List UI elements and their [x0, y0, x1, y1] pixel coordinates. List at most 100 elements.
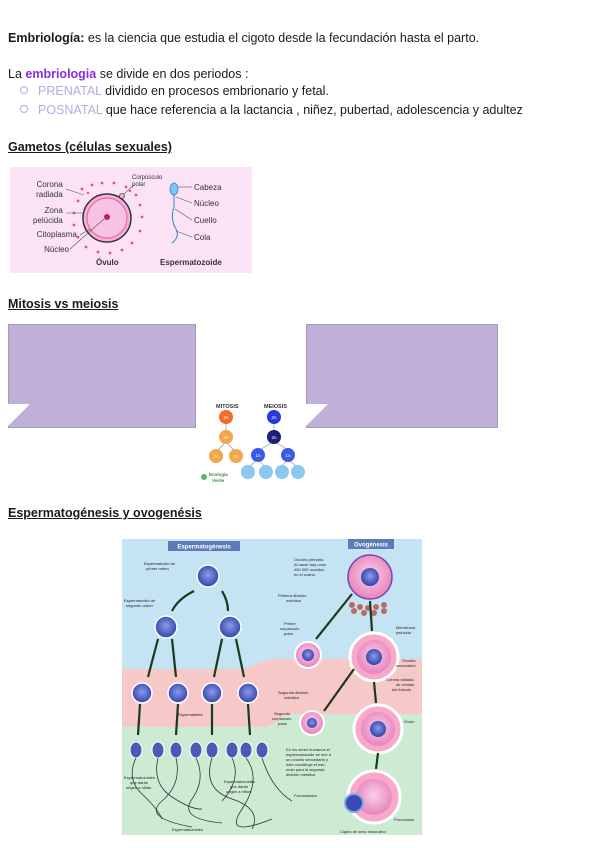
fig-label: meiótica [286, 598, 302, 603]
fig-label: Membrana [396, 625, 416, 630]
fig-label: Cigoto de sexo masculino [340, 829, 387, 834]
fig-label: Ovocito primario. [294, 557, 324, 562]
fig-label: en el ovario. [294, 572, 316, 577]
fig-label: que darán [130, 780, 148, 785]
gametos-figure: Corona radiada Zona pelúcida Citoplasma … [10, 167, 252, 273]
fig-label: mulo para la segunda [286, 767, 325, 772]
fig-label: Primera división [278, 593, 306, 598]
mitosis-label: MITOSIS [216, 404, 239, 410]
placeholder-box-right [306, 324, 498, 428]
fig-label: secundario [396, 663, 416, 668]
division-line: La embriologia se divide en dos periodos… [8, 67, 248, 81]
fig-label: Espermatozoides [124, 775, 155, 780]
fig-label: En los seres humanos el [286, 747, 330, 752]
period-name: PRENATAL [38, 84, 102, 98]
espermatogenesis-title: Espermatogénesis [177, 545, 231, 551]
polar-label: polar [132, 182, 145, 188]
ploidy-label: 2n [233, 454, 239, 459]
period-posnatal: POSNATAL que hace referencia a la lactan… [38, 103, 523, 117]
ovulo-label: radiada [36, 190, 63, 199]
page-curl [306, 404, 328, 426]
fig-label: Segunda división [278, 690, 308, 695]
ovulo-label: Citoplasma [37, 230, 78, 239]
definition-text: es la ciencia que estudia el cigoto desd… [84, 31, 480, 45]
esperma-label: Cola [194, 233, 211, 242]
fig-label: un ovocito secundario y [286, 757, 328, 762]
ploidy-label: 2n [271, 415, 277, 420]
mitosis-meiosis-figure: MITOSIS MEIOSIS 2n 2n 2n 2n 2n 2n 1n 1n … [201, 404, 305, 483]
ploidy-label: 2n [223, 415, 229, 420]
ovulo-label: pelúcida [33, 216, 63, 225]
svg-text:Ovocito primario. Al nacer: Ovocito primario. Al nacer hay unos 400 … [272, 557, 417, 834]
fig-label: Al nacer hay unos [294, 562, 326, 567]
esperma-title: Espermatozoide [160, 258, 222, 267]
polar-label: Corpúsculo [132, 175, 163, 181]
fig-label: Óvulo [404, 719, 415, 724]
ploidy-label: 2n [223, 435, 229, 440]
ovulo-title: Óvulo [96, 258, 119, 267]
fig-label: Segundo [274, 711, 291, 716]
ovulo-label: Corona [37, 180, 64, 189]
svg-text:Ecología Verde: Ecología Verde [209, 472, 229, 483]
esperma-label: Núcleo [194, 199, 219, 208]
period-desc: que hace referencia a la lactancia , niñ… [102, 103, 523, 117]
fig-label: que darán [230, 784, 248, 789]
period-desc: dividido en procesos embrionario y fetal… [101, 84, 329, 98]
fig-label: primer orden [146, 566, 169, 571]
bullet-icon [20, 86, 28, 94]
definition-line: Embriología: es la ciencia que estudia e… [8, 31, 479, 45]
svg-text:Corona radiada Zona: Corona radiada Zona pelúcida Citoplasma … [33, 180, 79, 254]
svg-text:Corpúsculo polar: Corpúsculo polar [132, 175, 164, 188]
fig-label: espermatozoide se une a [286, 752, 332, 757]
fig-label: de células [396, 682, 414, 687]
fig-label: Fecundación [294, 793, 317, 798]
fig-label: Espermatozoides [172, 827, 203, 832]
ploidy-label: 2n [271, 435, 277, 440]
leaf-icon [201, 474, 207, 480]
svg-text:Espermatocito de primer or: Espermatocito de primer orden Espermatoc… [124, 561, 256, 832]
ploidy-label: 1n [285, 453, 291, 458]
esperma-label: Cabeza [194, 183, 222, 192]
division-post: se divide en dos periodos : [96, 67, 249, 81]
ovulo-label: Zona [45, 206, 64, 215]
heading-gametos: Gametos (células sexuales) [8, 140, 172, 154]
ovulo-label: Núcleo [44, 245, 69, 254]
definition-term: Embriología: [8, 31, 85, 45]
fig-label: Espermatocito de [124, 598, 156, 603]
espermatogenesis-figure: Espermatogénesis Ovogénesis Espermatocit… [122, 539, 422, 835]
logo-text: Verde [212, 478, 225, 483]
division-pre: La [8, 67, 26, 81]
svg-text:Cabeza Núcleo Cuello: Cabeza Núcleo Cuello Cola [194, 183, 224, 242]
ovogenesis-title: Ovogénesis [354, 543, 389, 549]
placeholder-box-left [8, 324, 196, 428]
fig-label: Espermatozoides [224, 779, 255, 784]
fig-label: Espermatocito de [144, 561, 176, 566]
fig-label: segundo orden [126, 603, 153, 608]
fig-label: corpúsculo [280, 626, 300, 631]
fig-label: división meiótica [286, 772, 316, 777]
fig-label: Ovocito [402, 658, 416, 663]
fig-label: del folículo [392, 687, 412, 692]
ploidy-label: 1n [255, 453, 261, 458]
heading-mitosis: Mitosis vs meiosis [8, 297, 119, 311]
fig-label: Espermátides [178, 712, 202, 717]
esperma-label: Cuello [194, 216, 217, 225]
period-name: POSNATAL [38, 103, 103, 117]
fig-label: pelúcida [396, 630, 412, 635]
fig-label: meiótica [284, 695, 300, 700]
division-term: embriologia [25, 67, 97, 81]
bullet-icon [20, 105, 28, 113]
ploidy-label: 2n [213, 454, 219, 459]
heading-espermatogenesis: Espermatogénesis y ovogenésis [8, 506, 202, 520]
period-prenatal: PRENATAL dividido en procesos embrionari… [38, 84, 329, 98]
fig-label: 400 000 ovocitos [294, 567, 324, 572]
page-curl [8, 404, 30, 426]
fig-label: Primer [284, 621, 296, 626]
fig-label: polar [284, 631, 294, 636]
meiosis-label: MEIOSIS [264, 404, 287, 410]
fig-label: origen a niñas [126, 785, 151, 790]
fig-label: Pronúcleos [394, 817, 414, 822]
fig-label: éste constituye el estí- [286, 762, 326, 767]
logo-text: Ecología [209, 472, 228, 477]
fig-label: corpúsculo [272, 716, 292, 721]
